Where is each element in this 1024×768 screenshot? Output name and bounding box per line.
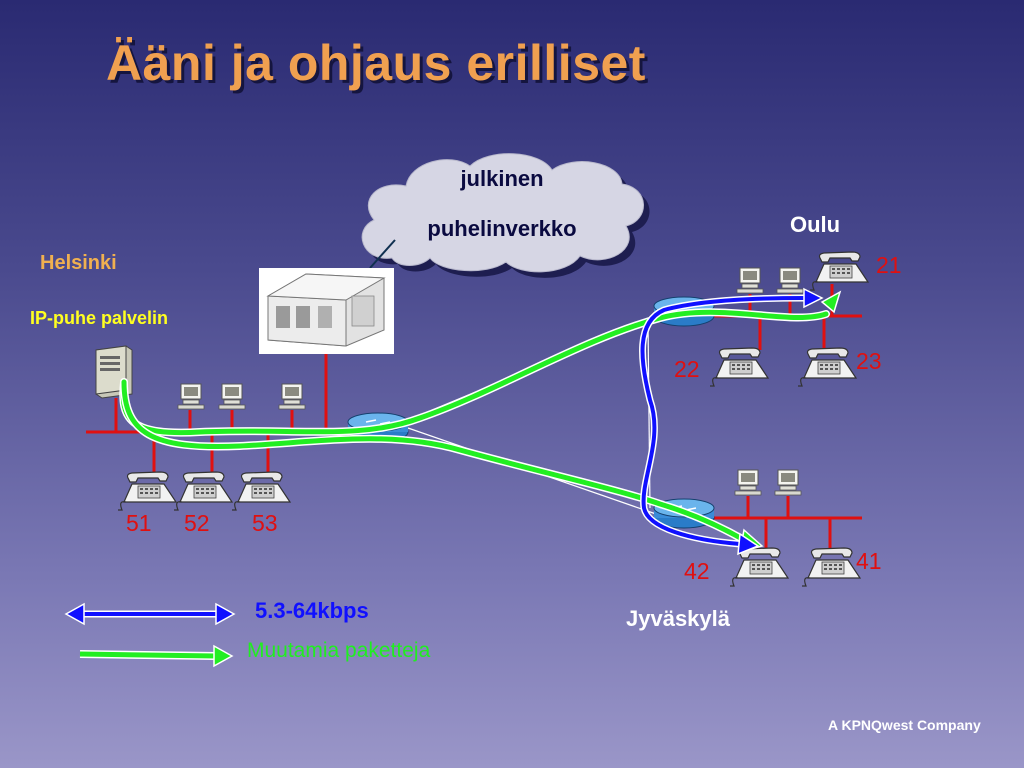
phone-number-52: 52 <box>184 510 210 536</box>
phone-number-42: 42 <box>684 558 710 584</box>
slide-title: Ääni ja ohjaus erilliset <box>106 35 646 91</box>
phone-icon-53 <box>231 471 291 511</box>
phone-icon-41 <box>801 547 861 587</box>
gateway-server-image <box>259 268 394 354</box>
phone-number-53: 53 <box>252 510 278 536</box>
jyvaskyla-label: Jyväskylä <box>626 606 730 631</box>
public-network-cloud <box>361 153 650 278</box>
pc-icon <box>776 267 804 294</box>
phone-icon-22 <box>709 347 769 387</box>
pc-icon <box>774 469 802 496</box>
footer-text: A KPNQwest Company <box>828 717 981 733</box>
phone-icon-52 <box>173 471 233 511</box>
phone-number-51: 51 <box>126 510 152 536</box>
legend-voice-label: Muutamia paketteja <box>247 639 431 662</box>
wan-links <box>407 317 657 515</box>
phone-number-41: 41 <box>856 548 882 574</box>
cloud-link <box>369 239 396 269</box>
cloud-label-line2: puhelinverkko <box>427 216 577 241</box>
pc-icon <box>734 469 762 496</box>
phone-number-21: 21 <box>876 252 902 278</box>
oulu-label: Oulu <box>790 212 841 237</box>
pc-icon <box>278 383 306 410</box>
legend-signaling-label: 5.3-64kbps <box>255 598 369 623</box>
legend-signaling-arrow <box>64 602 236 626</box>
phone-number-23: 23 <box>856 348 882 374</box>
phone-icon-23 <box>797 347 857 387</box>
helsinki-label: Helsinki <box>40 252 117 274</box>
jyvaskyla-lan <box>700 496 862 550</box>
pc-icon <box>218 383 246 410</box>
cloud-label-line1: julkinen <box>460 166 544 191</box>
legend-voice-arrow <box>79 644 234 668</box>
phone-number-22: 22 <box>674 356 700 382</box>
ip-server-label: IP-puhe palvelin <box>30 308 169 328</box>
phone-icon-21 <box>809 251 869 291</box>
signaling-path <box>639 287 824 556</box>
pc-icon <box>177 383 205 410</box>
pc-icon <box>736 267 764 294</box>
phone-icon-51 <box>117 471 177 511</box>
